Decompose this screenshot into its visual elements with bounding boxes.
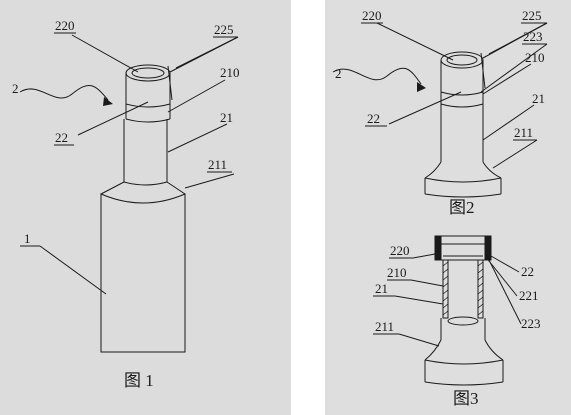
label-225: 225: [214, 22, 234, 37]
label-220: 220: [55, 18, 75, 33]
fig2-label-22: 22: [367, 111, 380, 126]
bottle-neck: [123, 119, 168, 186]
label-21: 21: [220, 110, 233, 125]
leader-lines: [19, 34, 239, 295]
figure-1-caption: 图 1: [124, 371, 154, 390]
label-210: 210: [220, 65, 240, 80]
fig3-label-210: 210: [387, 265, 407, 280]
fig2-cap-ring: [440, 51, 486, 108]
figure-3-caption: 图3: [453, 389, 479, 408]
figure-2-3-panel: 220 225 223 2 210 21 22 211 图2 220 22 21…: [325, 0, 571, 415]
fig3-label-22: 22: [521, 264, 534, 279]
bottle-body: [100, 181, 186, 353]
fig2-label-21: 21: [532, 91, 545, 106]
fig3-cap-section: [434, 235, 492, 261]
fig2-leader-lines: [332, 22, 548, 169]
fig2-label-223: 223: [523, 29, 543, 44]
fig3-label-220: 220: [390, 243, 410, 258]
fig3-label-21: 21: [375, 281, 388, 296]
fig2-label-210: 210: [525, 50, 545, 65]
fig2-label-211: 211: [514, 125, 533, 140]
fig3-neck-section: [440, 259, 486, 340]
fig3-label-211: 211: [375, 319, 394, 334]
label-22: 22: [55, 130, 68, 145]
fig3-label-221: 221: [519, 288, 539, 303]
fig2-neck: [440, 104, 484, 162]
fig2-label-225: 225: [522, 8, 542, 23]
label-2: 2: [12, 81, 19, 96]
fig2-label-220: 220: [362, 8, 382, 23]
figure-1-panel: 220 225 2 210 22 21 211 1 图 1: [0, 0, 291, 415]
label-211: 211: [208, 157, 227, 172]
fig3-label-223: 223: [521, 316, 541, 331]
figure-2-3-drawing: 220 225 223 2 210 21 22 211 图2 220 22 21…: [332, 8, 548, 408]
cap-ring: [125, 64, 173, 123]
fig3-shoulder: [424, 339, 504, 386]
fig2-shoulder: [424, 161, 502, 198]
figure-2-caption: 图2: [449, 198, 475, 217]
fig2-label-2: 2: [335, 66, 342, 81]
fig3-leader-lines: [394, 251, 522, 347]
figure-1-drawing: 220 225 2 210 22 21 211 1 图 1: [12, 18, 240, 390]
label-1: 1: [24, 231, 31, 246]
pointer-arrowhead: [103, 97, 113, 106]
fig2-pointer-arrowhead: [417, 82, 426, 92]
